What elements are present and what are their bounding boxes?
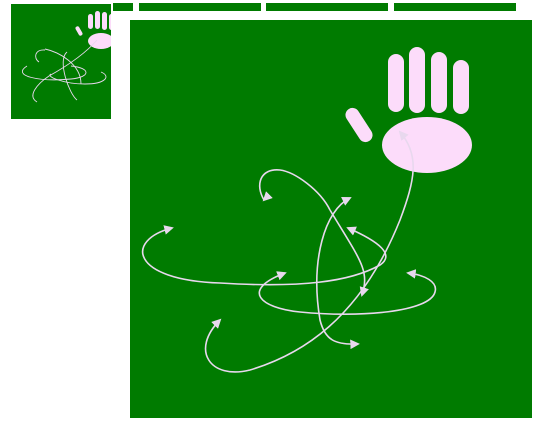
tab-3[interactable] [266, 3, 388, 11]
orbit-arrows-icon [143, 132, 436, 372]
thumbnail-preview[interactable] [11, 4, 111, 119]
tab-4[interactable] [394, 3, 516, 11]
main-drawing [130, 20, 532, 418]
thumbnail-drawing [11, 4, 111, 119]
tab-2[interactable] [139, 3, 261, 11]
thumbnail-orbit-arrows-icon [22, 40, 106, 102]
hand-icon [343, 47, 472, 173]
drawing-canvas[interactable] [130, 20, 532, 418]
tab-1[interactable] [113, 3, 133, 11]
thumbnail-hand-icon [75, 11, 111, 49]
